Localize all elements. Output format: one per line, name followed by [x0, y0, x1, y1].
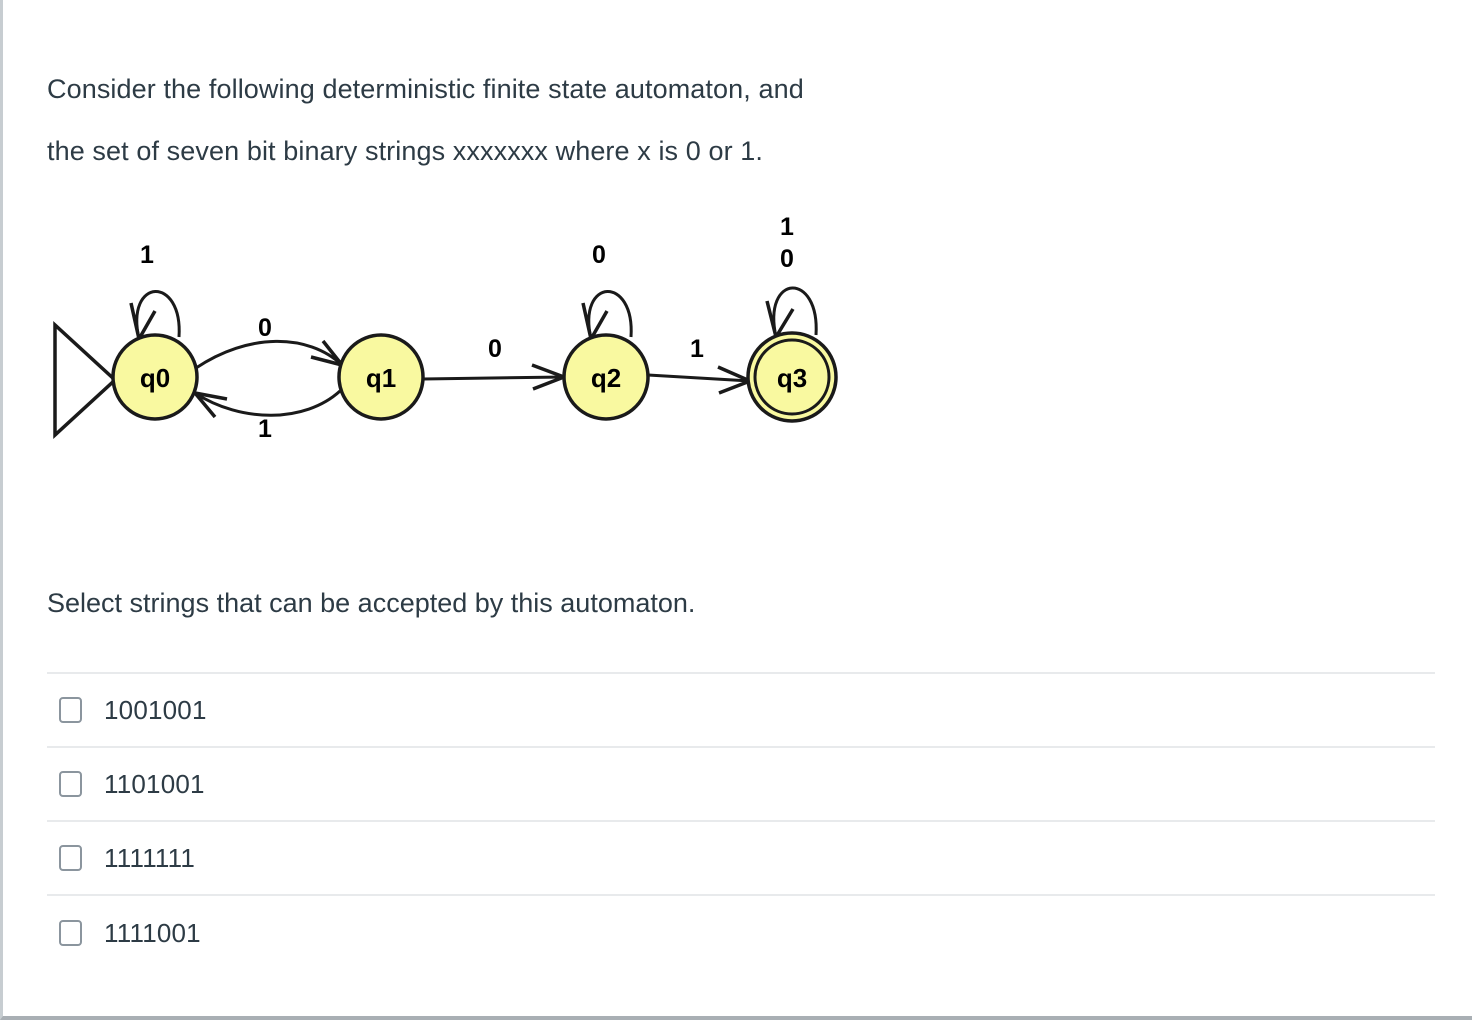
transition-label-q3-self-top: 1	[780, 213, 794, 241]
automaton-diagram: 1 0 1 0 0 1 1 0	[43, 205, 873, 450]
question-line-1: Consider the following deterministic fin…	[47, 74, 804, 104]
transition-q0-q0-edge	[135, 290, 181, 340]
state-q0-label: q0	[140, 363, 170, 393]
state-q3-accepting: q3	[746, 331, 838, 423]
transition-q3-q3-edge	[772, 286, 818, 338]
transition-q1-q0-arrowhead	[193, 391, 228, 419]
answer-option-label-4: 1111001	[104, 917, 201, 948]
checkbox-icon-option-1[interactable]	[59, 697, 82, 723]
transition-q2-q3-edge	[647, 373, 751, 383]
state-q3-label: q3	[777, 363, 807, 393]
answer-option-label-1: 1001001	[104, 694, 207, 725]
question-line-2: the set of seven bit binary strings xxxx…	[47, 136, 763, 166]
state-q2: q2	[562, 333, 650, 421]
automaton-svg: 1 0 1 0 0 1 1 0	[53, 213, 838, 443]
state-q1-circle	[337, 333, 425, 421]
transition-q0-q1-edge	[195, 339, 344, 370]
state-q0: q0	[111, 333, 199, 421]
initial-state-marker	[53, 321, 118, 439]
checkbox-icon-option-4[interactable]	[59, 920, 82, 946]
answer-options-list: 1001001 1101001 1111111 1111001	[47, 672, 1435, 970]
transition-q1-q2-edge	[422, 375, 565, 381]
answer-option-row-1[interactable]: 1001001	[47, 672, 1435, 746]
answer-option-row-3[interactable]: 1111111	[47, 820, 1435, 894]
state-q2-circle	[562, 333, 650, 421]
state-q1-label: q1	[366, 363, 396, 393]
checkbox-icon-option-3[interactable]	[59, 845, 82, 871]
transition-label-q1-q2: 0	[488, 335, 502, 363]
transition-q0-q1-arrowhead	[310, 339, 344, 367]
answer-option-label-3: 1111111	[104, 842, 196, 873]
checkbox-icon-option-2[interactable]	[59, 771, 82, 797]
transition-label-q0-q1: 0	[258, 314, 272, 342]
state-q3-inner-circle	[753, 338, 831, 416]
transition-label-q0-self: 1	[140, 241, 154, 269]
transition-q3-q3-arrowhead	[765, 300, 795, 338]
answer-option-row-4[interactable]: 1111001	[47, 894, 1435, 970]
answer-option-row-2[interactable]: 1101001	[47, 746, 1435, 820]
transition-q2-q2-edge	[587, 290, 633, 340]
transition-label-q3-self-bottom: 0	[780, 245, 794, 273]
transition-q1-q2-arrowhead	[531, 363, 565, 391]
transition-label-q2-self: 0	[592, 241, 606, 269]
transition-q2-q3-arrowhead	[717, 365, 751, 395]
question-text: Consider the following deterministic fin…	[47, 58, 1437, 182]
transition-label-q1-q0: 1	[258, 415, 272, 443]
transition-q1-q0-edge	[194, 389, 342, 417]
answer-prompt: Select strings that can be accepted by t…	[47, 588, 696, 618]
state-q2-label: q2	[591, 363, 621, 393]
state-q0-circle	[111, 333, 199, 421]
transition-q0-q0-arrowhead	[129, 302, 157, 340]
transition-label-q2-q3: 1	[690, 335, 704, 363]
transition-q2-q2-arrowhead	[581, 302, 609, 340]
answer-option-label-2: 1101001	[104, 768, 205, 799]
state-q1: q1	[337, 333, 425, 421]
